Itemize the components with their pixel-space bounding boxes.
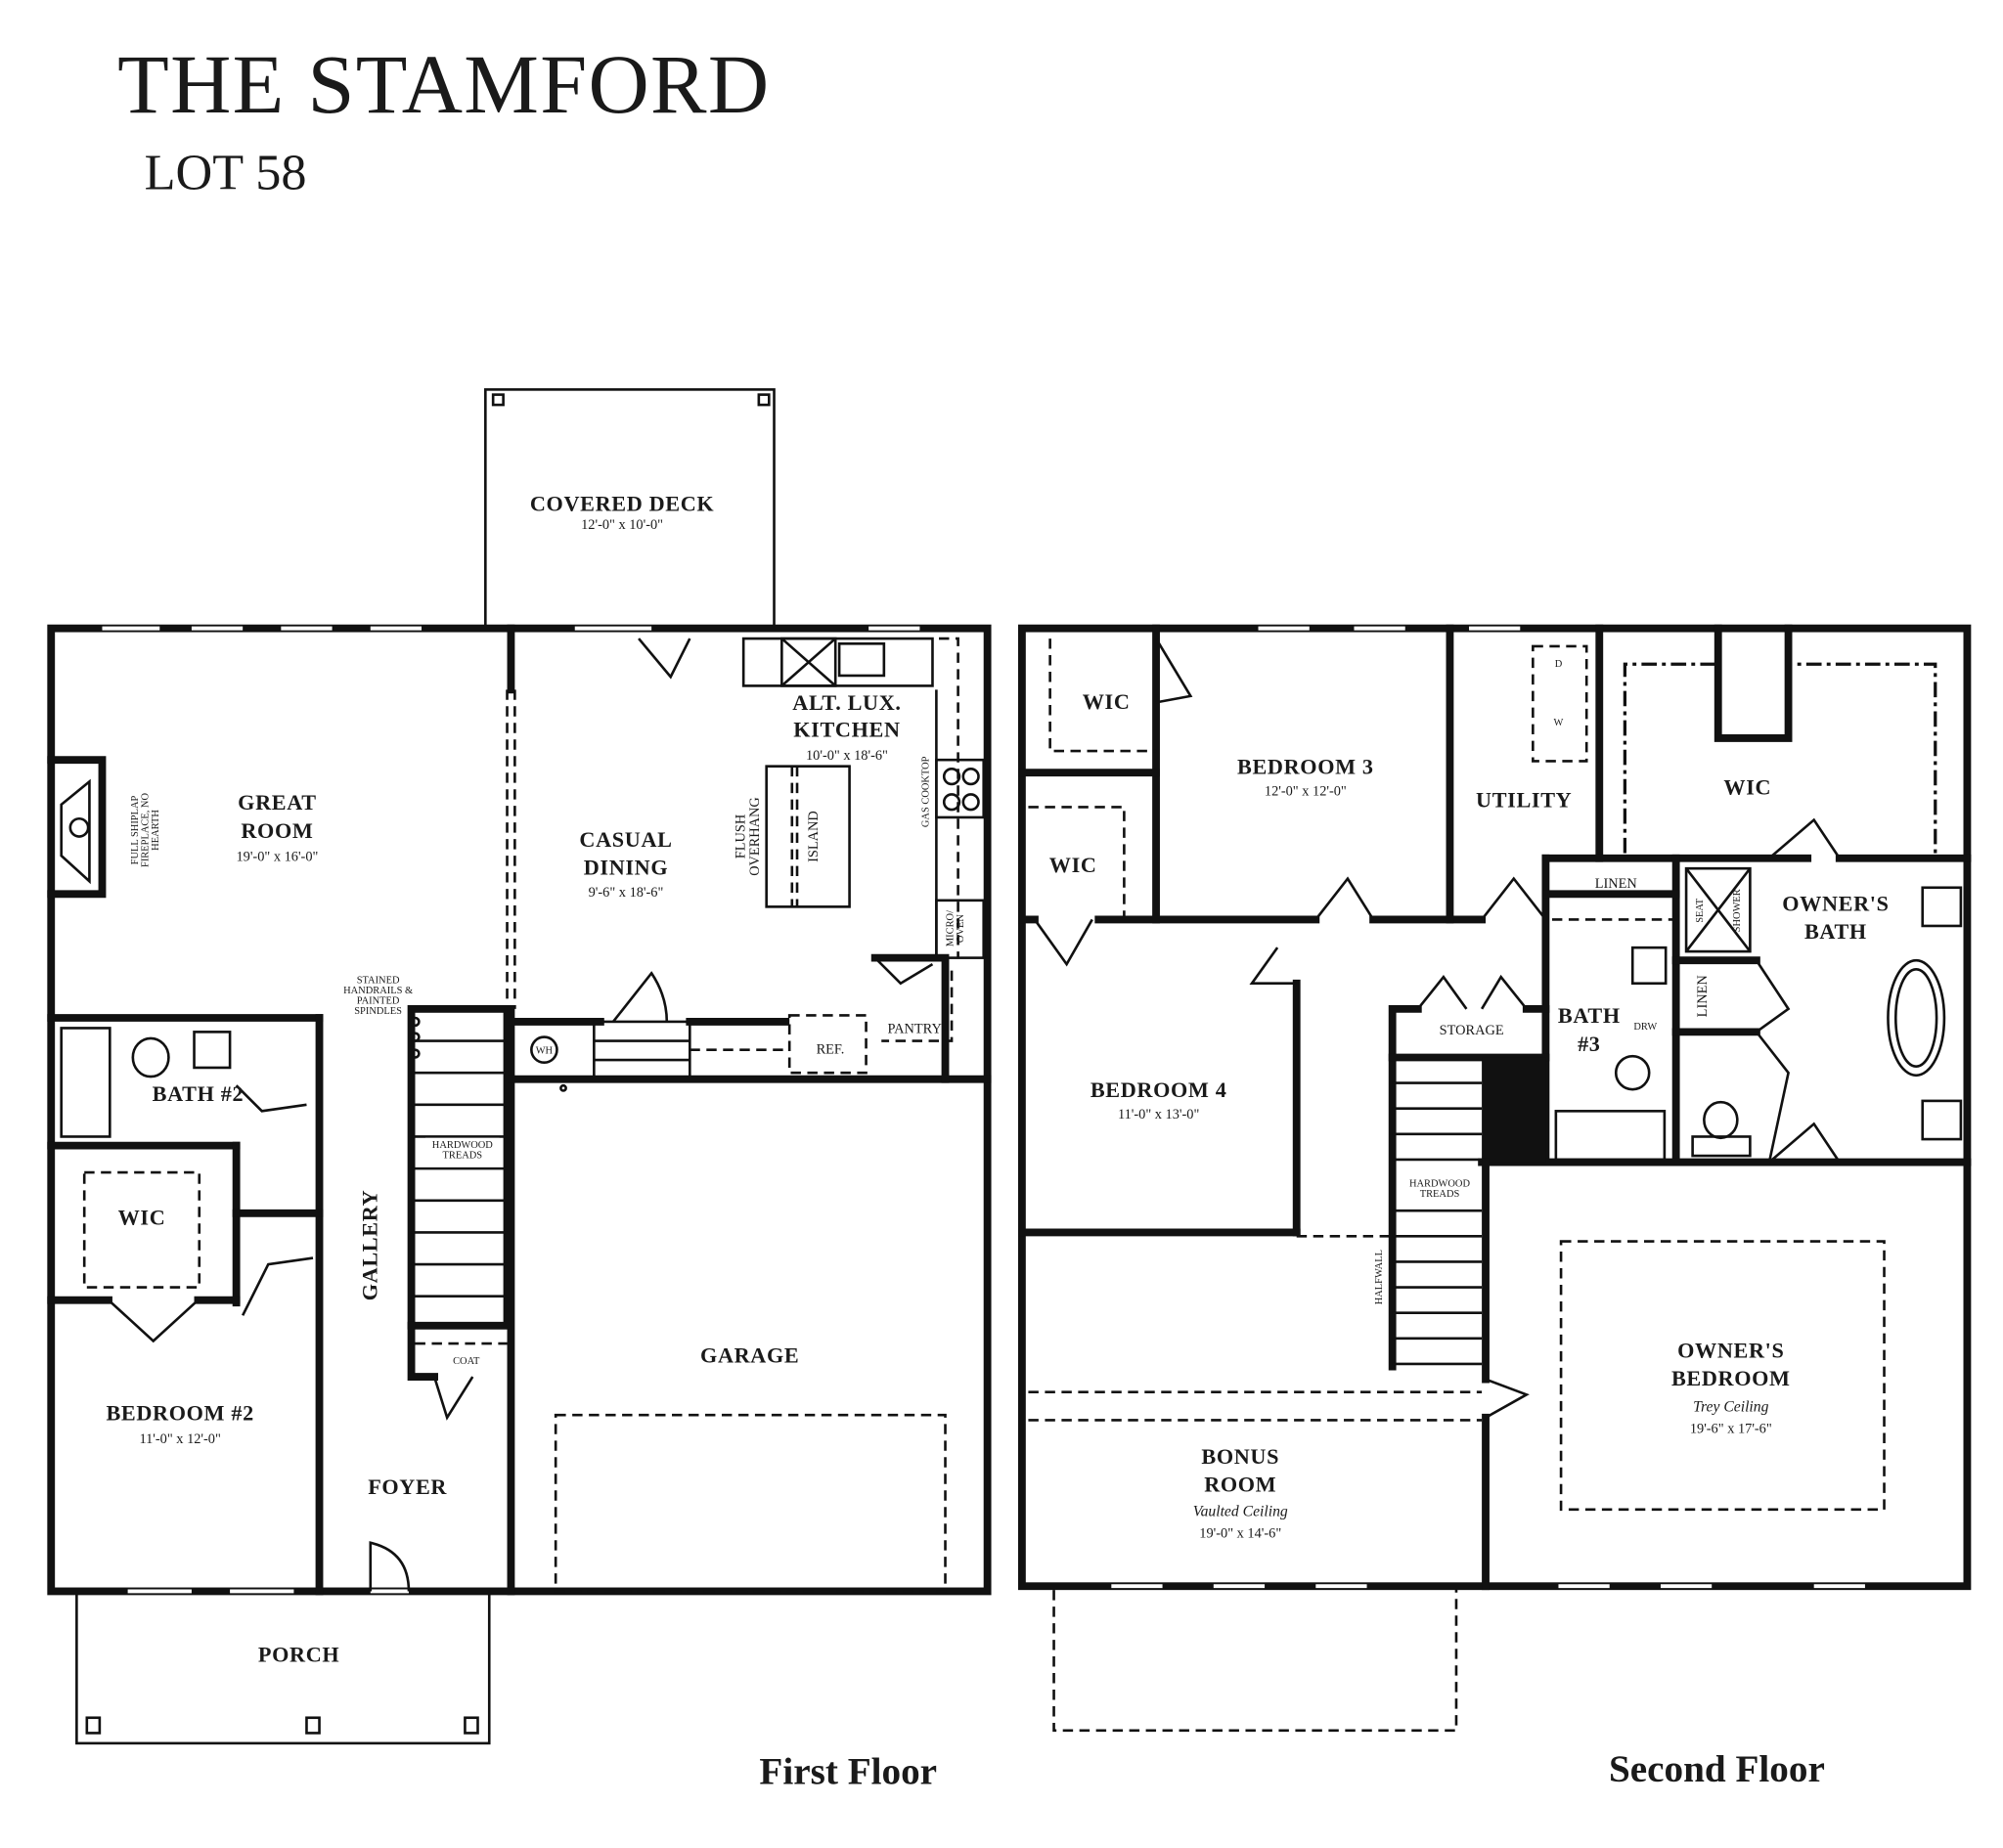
utility-label: UTILITY	[1476, 787, 1572, 812]
bonus-room-label-2: ROOM	[1204, 1473, 1276, 1497]
wic-b-label: WIC	[1049, 853, 1097, 877]
handrails-note-3: PAINTED	[357, 996, 400, 1007]
bath-3-label-2: #3	[1578, 1032, 1601, 1056]
wic-label: WIC	[118, 1206, 166, 1230]
seat-shower-label-2: SHOWER	[1732, 889, 1743, 932]
garage-label: GARAGE	[700, 1343, 799, 1368]
covered-deck-dims: 12'-0" x 10'-0"	[581, 517, 663, 533]
micro-oven-label: MICRO/	[945, 910, 956, 946]
handrails-note-4: SPINDLES	[354, 1006, 402, 1017]
flush-overhang-label-2: OVERHANG	[747, 797, 763, 876]
owners-bath-label-2: BATH	[1804, 919, 1867, 944]
kitchen-dims: 10'-0" x 18'-6"	[806, 748, 888, 764]
porch-roof-outline	[1052, 1584, 1458, 1733]
owners-bedroom-label: OWNER'S	[1677, 1338, 1784, 1362]
porch-label: PORCH	[258, 1642, 339, 1666]
owners-bedroom-note: Trey Ceiling	[1693, 1398, 1768, 1415]
gallery-label: GALLERY	[357, 1190, 381, 1301]
bath-3-label: BATH	[1558, 1003, 1621, 1028]
first-floor-exterior-wall	[47, 624, 992, 1596]
hardwood-treads-2-label-2: TREADS	[1420, 1189, 1460, 1200]
garage-door	[554, 1413, 947, 1593]
bedroom-2-label: BEDROOM #2	[106, 1400, 253, 1425]
storage-label: STORAGE	[1440, 1023, 1504, 1038]
micro-oven-label-2: OVEN	[956, 914, 966, 943]
casual-dining-label: CASUAL	[579, 827, 672, 852]
bedroom-3-dims: 12'-0" x 12'-0"	[1265, 784, 1347, 800]
hardwood-treads-label: HARDWOOD	[432, 1140, 494, 1151]
ref-label: REF.	[817, 1042, 845, 1058]
fireplace-note-3: HEARTH	[151, 810, 161, 851]
bedroom-4-label: BEDROOM 4	[1091, 1078, 1227, 1102]
casual-dining-dims: 9'-6" x 18'-6"	[589, 885, 664, 901]
bath-2-label: BATH #2	[153, 1081, 245, 1106]
bonus-room-note: Vaulted Ceiling	[1193, 1503, 1288, 1519]
kitchen-label: ALT. LUX.	[792, 690, 901, 715]
water-heater-label: WH	[536, 1046, 554, 1057]
fireplace-note: FULL SHIPLAP	[130, 795, 141, 864]
foyer-label: FOYER	[368, 1474, 447, 1499]
hardwood-treads-2-label: HARDWOOD	[1409, 1178, 1471, 1189]
bedroom-3-label: BEDROOM 3	[1237, 755, 1374, 779]
fireplace-note-2: FIREPLACE, NO	[141, 793, 152, 867]
great-room-label-2: ROOM	[241, 818, 313, 843]
bedroom-4-dims: 11'-0" x 13'-0"	[1118, 1107, 1199, 1122]
covered-deck-label: COVERED DECK	[530, 491, 715, 515]
owners-bedroom-label-2: BEDROOM	[1671, 1366, 1791, 1390]
hardwood-treads-label-2: TREADS	[443, 1151, 483, 1162]
flush-overhang-label: FLUSH	[733, 814, 748, 858]
coat-label: COAT	[453, 1356, 480, 1367]
wic-a-label: WIC	[1083, 689, 1131, 714]
lot-number: LOT 58	[145, 144, 307, 200]
first-floor-caption: First Floor	[759, 1751, 937, 1793]
seat-shower-label: SEAT	[1695, 898, 1706, 923]
bonus-room-dims: 19'-0" x 14'-6"	[1199, 1526, 1281, 1542]
owners-bath-label: OWNER'S	[1782, 891, 1889, 915]
second-floor-plan: WIC WIC BEDROOM 3 12'-0" x 12'-0" UTILIT…	[1017, 624, 1972, 1790]
trey-ceiling-outline	[1559, 1240, 1886, 1512]
porch	[75, 1590, 491, 1745]
washer-label: W	[1554, 718, 1564, 728]
plan-title: THE STAMFORD	[117, 37, 770, 131]
owner-wic-label: WIC	[1723, 774, 1771, 799]
handrails-note-2: HANDRAILS &	[343, 986, 413, 996]
great-room-label: GREAT	[238, 790, 317, 814]
dryer-label: D	[1555, 659, 1563, 670]
linen-a-label: LINEN	[1595, 876, 1638, 892]
kitchen-label-2: KITCHEN	[793, 718, 900, 742]
wic-closet-rod	[82, 1170, 201, 1289]
kitchen-island	[765, 765, 851, 908]
second-floor-caption: Second Floor	[1609, 1748, 1825, 1790]
casual-dining-label-2: DINING	[584, 856, 669, 880]
drawer-label: DRW	[1633, 1022, 1657, 1033]
handrails-note: STAINED	[357, 976, 400, 987]
halfwall-label: HALFWALL	[1374, 1250, 1385, 1304]
bedroom-2-dims: 11'-0" x 12'-0"	[139, 1431, 220, 1447]
island-label: ISLAND	[806, 811, 822, 862]
linen-b-label: LINEN	[1695, 975, 1711, 1018]
bonus-room-label: BONUS	[1201, 1444, 1279, 1469]
great-room-dims: 19'-0" x 16'-0"	[236, 849, 318, 864]
gas-cooktop-label: GAS COOKTOP	[921, 756, 932, 827]
first-floor-plan: COVERED DECK 12'-0" x 10'-0" GREAT ROOM …	[47, 388, 992, 1793]
pantry-label: PANTRY	[888, 1022, 942, 1037]
owners-bedroom-dims: 19'-6" x 17'-6"	[1690, 1421, 1772, 1436]
